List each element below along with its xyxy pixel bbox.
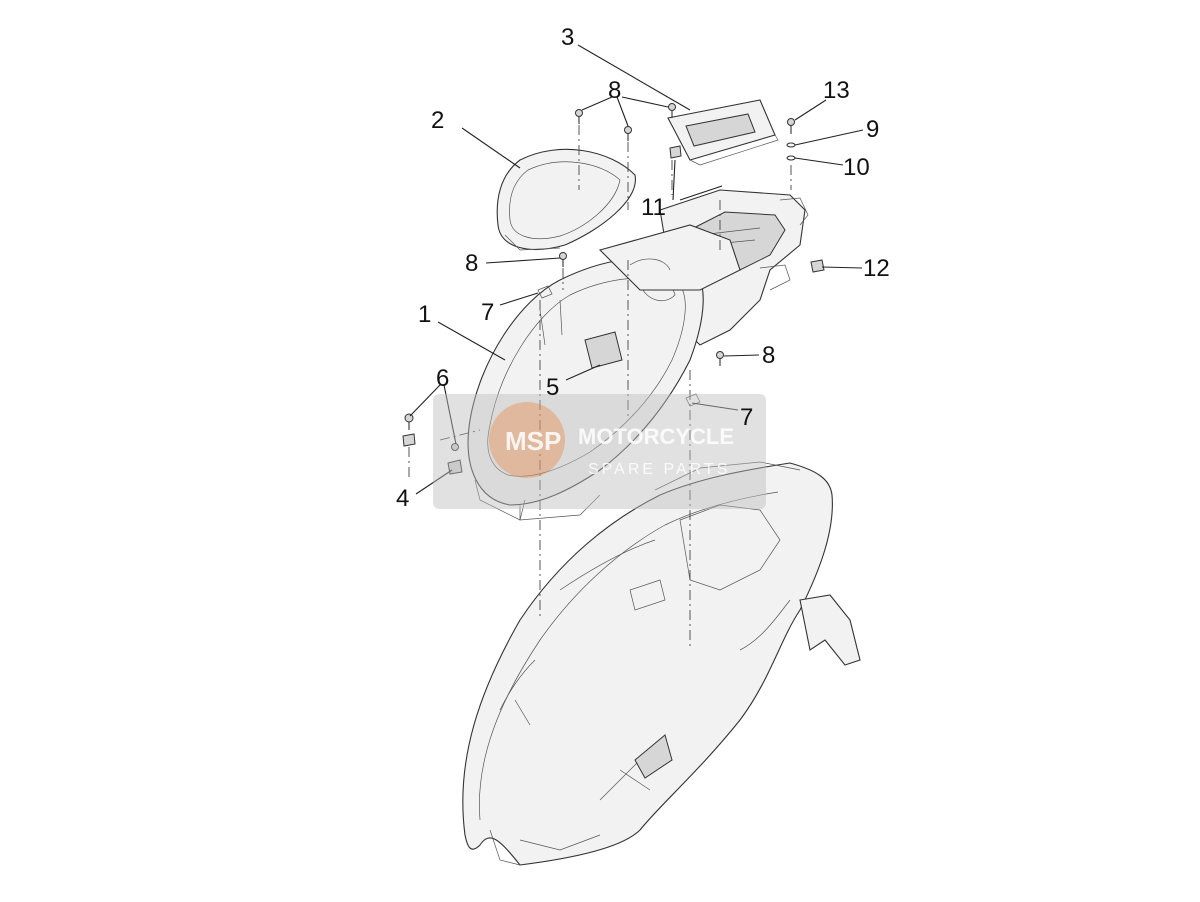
callout-8-top: 8 xyxy=(608,77,621,104)
callout-8-left: 8 xyxy=(465,250,478,277)
callout-12: 12 xyxy=(863,255,890,282)
small-hardware-parts xyxy=(402,103,825,475)
seat-tray-part xyxy=(496,148,636,251)
watermark-tagline: SPARE PARTS xyxy=(588,461,730,478)
callout-8-right: 8 xyxy=(762,342,775,369)
callout-4: 4 xyxy=(396,485,409,512)
side-body-panel-part xyxy=(462,461,861,866)
leader-lines xyxy=(409,44,864,495)
callout-2: 2 xyxy=(431,107,444,134)
callout-13: 13 xyxy=(823,77,850,104)
watermark-logo-letters: MSP xyxy=(505,426,561,456)
assembly-lines xyxy=(408,125,792,650)
callout-3: 3 xyxy=(561,24,574,51)
callout-11: 11 xyxy=(641,194,666,221)
helmet-compartment-part xyxy=(467,224,741,521)
callout-10: 10 xyxy=(843,154,870,181)
watermark: MSP MOTORCYCLE SPARE PARTS xyxy=(433,394,766,509)
callout-labels: 1 2 3 4 5 6 7 7 8 8 8 9 10 11 12 13 xyxy=(396,24,890,512)
callout-5: 5 xyxy=(546,374,559,401)
watermark-brand: MOTORCYCLE xyxy=(578,424,734,449)
callout-6: 6 xyxy=(436,365,449,392)
callout-7-lower: 7 xyxy=(740,404,753,431)
callout-7-upper: 7 xyxy=(481,299,494,326)
cover-lid-part xyxy=(667,99,779,166)
callout-1: 1 xyxy=(418,301,431,328)
callout-9: 9 xyxy=(866,116,879,143)
watermark-logo-icon xyxy=(489,402,565,478)
